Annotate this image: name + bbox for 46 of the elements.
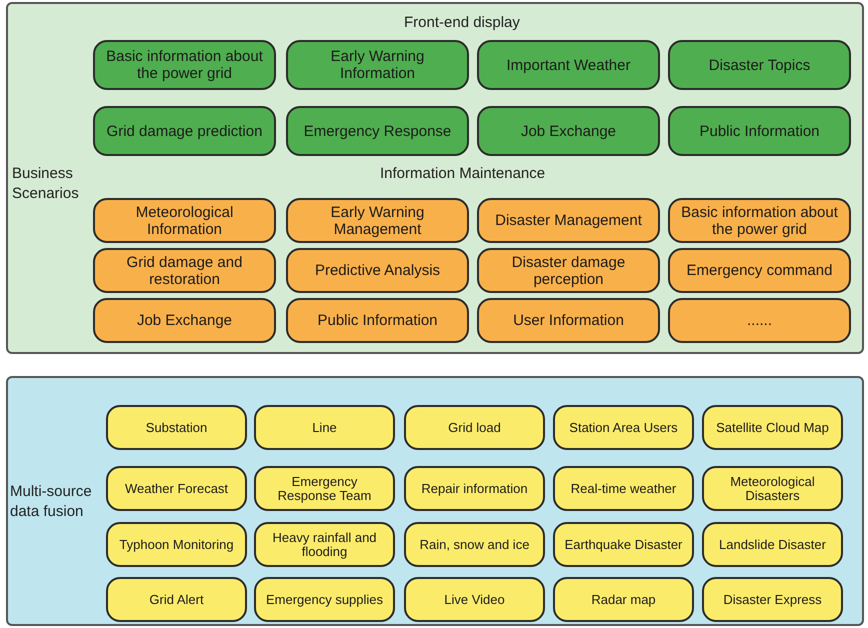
section-heading: Front-end display bbox=[404, 13, 520, 33]
data-source-pill: Landslide Disaster bbox=[702, 522, 843, 567]
business-scenarios-panel bbox=[6, 2, 864, 354]
data-source-pill: Satellite Cloud Map bbox=[702, 405, 843, 450]
display-pill: Public Information bbox=[668, 106, 851, 156]
data-source-pill: Rain, snow and ice bbox=[404, 522, 545, 567]
section-heading: Information Maintenance bbox=[380, 164, 546, 184]
maintenance-pill: Basic information about the power grid bbox=[668, 198, 851, 243]
maintenance-pill: Public Information bbox=[286, 298, 469, 343]
display-pill: Disaster Topics bbox=[668, 40, 851, 90]
maintenance-pill: Job Exchange bbox=[93, 298, 276, 343]
maintenance-pill: User Information bbox=[477, 298, 660, 343]
section-label: Multi-source data fusion bbox=[10, 482, 93, 522]
data-source-pill: Emergency supplies bbox=[254, 577, 395, 622]
data-source-pill: Heavy rainfall and flooding bbox=[254, 522, 395, 567]
data-source-pill: Grid load bbox=[404, 405, 545, 450]
data-source-pill: Radar map bbox=[553, 577, 694, 622]
maintenance-pill: Emergency command bbox=[668, 248, 851, 293]
data-source-pill: Repair information bbox=[404, 466, 545, 511]
display-pill: Grid damage prediction bbox=[93, 106, 276, 156]
maintenance-pill: Disaster Management bbox=[477, 198, 660, 243]
display-pill: Important Weather bbox=[477, 40, 660, 90]
display-pill: Early Warning Information bbox=[286, 40, 469, 90]
data-source-pill: Meteorological Disasters bbox=[702, 466, 843, 511]
maintenance-pill: Early Warning Management bbox=[286, 198, 469, 243]
data-source-pill: Substation bbox=[106, 405, 247, 450]
data-fusion-panel bbox=[6, 376, 864, 626]
display-pill: Basic information about the power grid bbox=[93, 40, 276, 90]
data-source-pill: Grid Alert bbox=[106, 577, 247, 622]
maintenance-pill: Grid damage and restoration bbox=[93, 248, 276, 293]
data-source-pill: Live Video bbox=[404, 577, 545, 622]
maintenance-pill: ...... bbox=[668, 298, 851, 343]
data-source-pill: Station Area Users bbox=[553, 405, 694, 450]
section-label: Business Scenarios bbox=[12, 164, 80, 204]
data-source-pill: Emergency Response Team bbox=[254, 466, 395, 511]
data-source-pill: Line bbox=[254, 405, 395, 450]
data-source-pill: Earthquake Disaster bbox=[553, 522, 694, 567]
data-source-pill: Real-time weather bbox=[553, 466, 694, 511]
maintenance-pill: Disaster damage perception bbox=[477, 248, 660, 293]
data-source-pill: Typhoon Monitoring bbox=[106, 522, 247, 567]
maintenance-pill: Predictive Analysis bbox=[286, 248, 469, 293]
display-pill: Emergency Response bbox=[286, 106, 469, 156]
maintenance-pill: Meteorological Information bbox=[93, 198, 276, 243]
data-source-pill: Weather Forecast bbox=[106, 466, 247, 511]
display-pill: Job Exchange bbox=[477, 106, 660, 156]
data-source-pill: Disaster Express bbox=[702, 577, 843, 622]
